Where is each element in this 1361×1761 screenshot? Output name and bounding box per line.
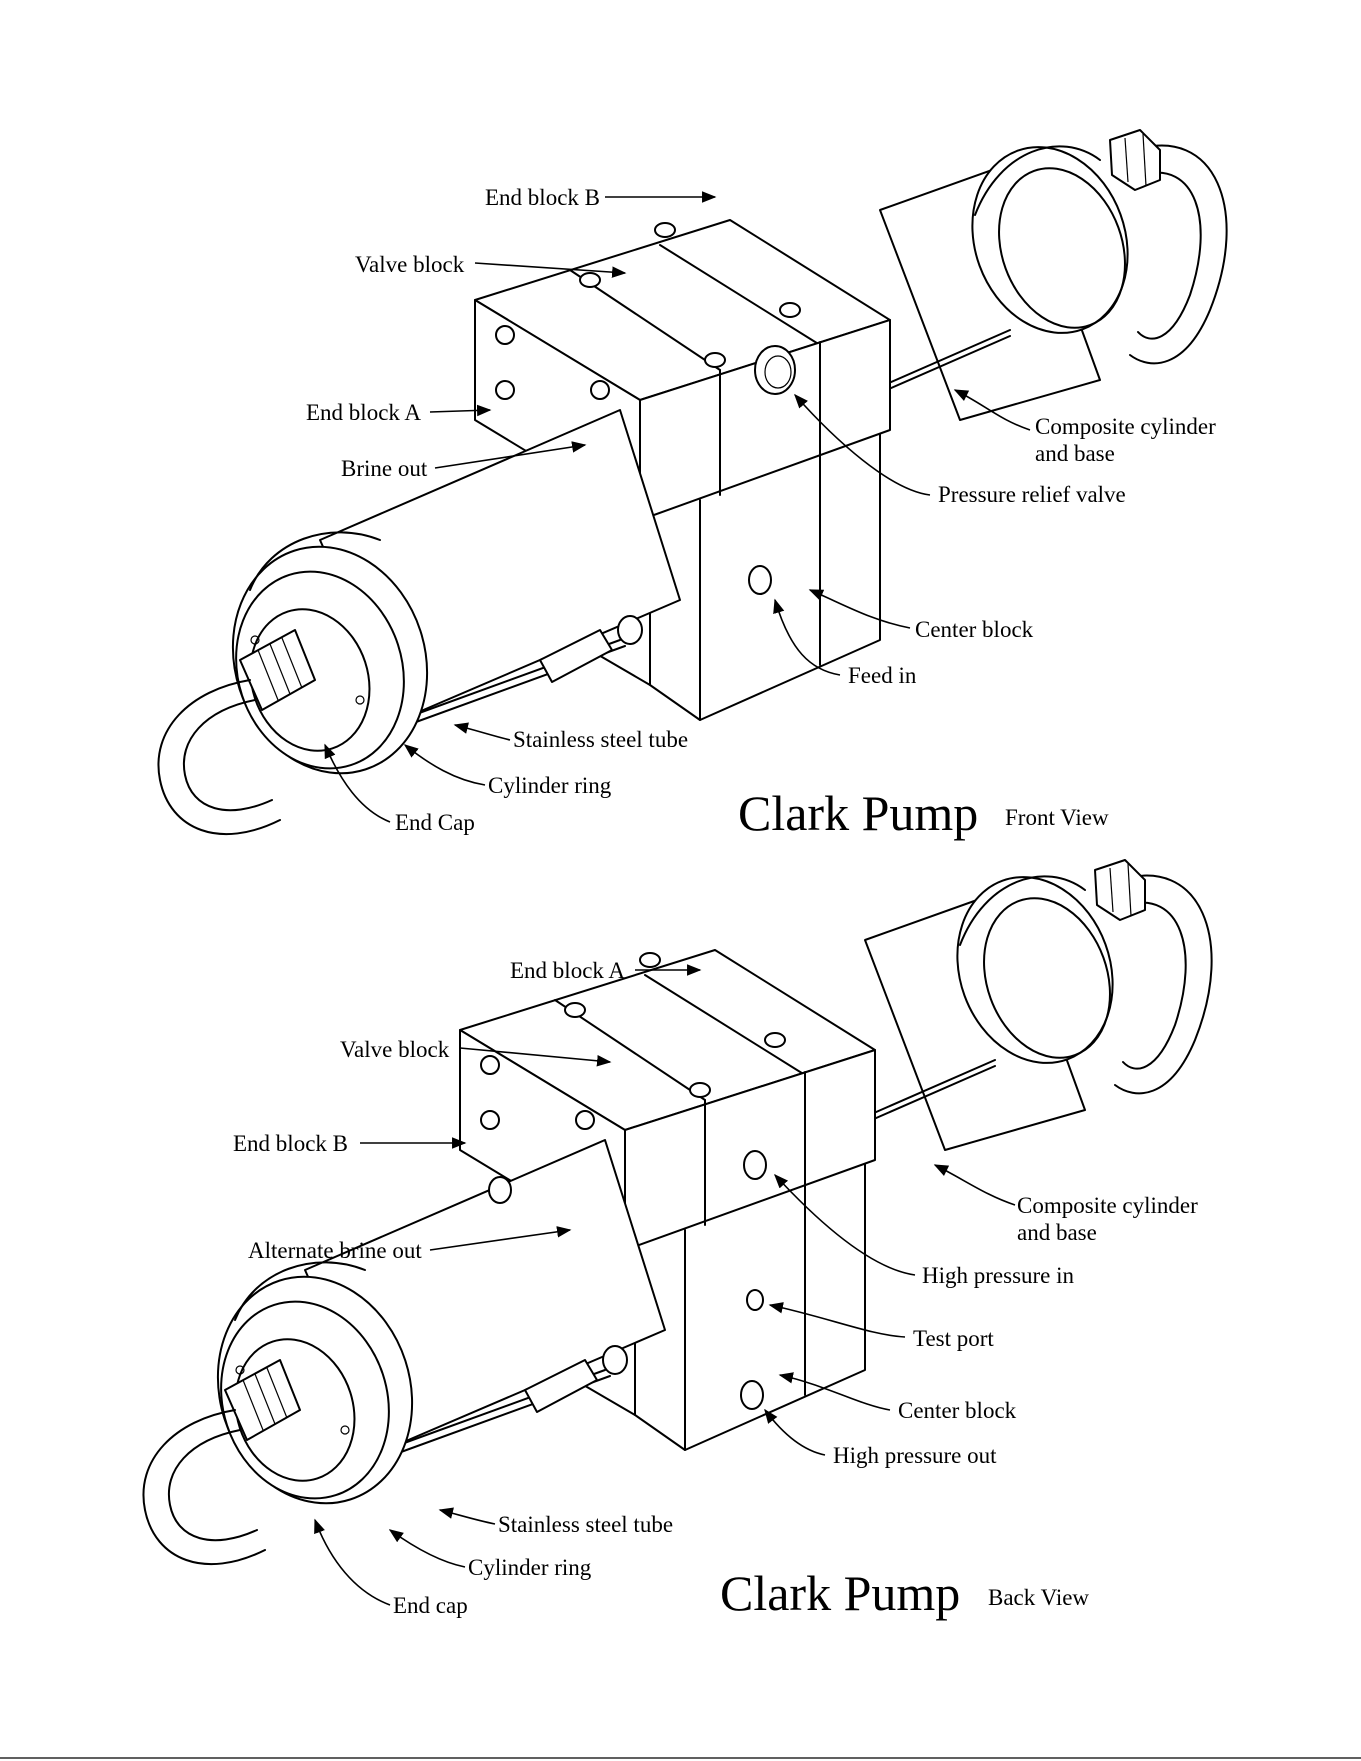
front-view-pump-illustration <box>157 124 1228 836</box>
label-stainless-steel-tube: Stainless steel tube <box>513 727 688 752</box>
label-center-block: Center block <box>915 617 1034 642</box>
label-test-port: Test port <box>913 1326 994 1351</box>
label-end-cap: End Cap <box>395 810 475 835</box>
back-view-label: Back View <box>988 1585 1089 1610</box>
label-composite-cylinder-line2: and base <box>1017 1220 1097 1245</box>
end-block-pin <box>488 1176 512 1204</box>
label-end-block-b: End block B <box>485 185 600 210</box>
label-end-cap: End cap <box>393 1593 468 1618</box>
label-valve-block: Valve block <box>355 252 465 277</box>
label-cylinder-ring: Cylinder ring <box>488 773 612 798</box>
label-cylinder-ring: Cylinder ring <box>468 1555 592 1580</box>
label-high-pressure-in: High pressure in <box>922 1263 1075 1288</box>
label-brine-out: Brine out <box>341 456 428 481</box>
high-pressure-in-port <box>743 1150 767 1180</box>
high-pressure-out-port <box>740 1380 764 1410</box>
label-composite-cylinder-line2: and base <box>1035 441 1115 466</box>
label-high-pressure-out: High pressure out <box>833 1443 997 1468</box>
pressure-relief-valve-knob <box>754 345 796 395</box>
test-port <box>746 1289 764 1311</box>
back-view: End block A Valve block End block B Alte… <box>142 854 1213 1621</box>
back-view-title: Clark Pump <box>720 1565 960 1621</box>
label-stainless-steel-tube: Stainless steel tube <box>498 1512 673 1537</box>
label-composite-cylinder-line1: Composite cylinder <box>1035 414 1216 439</box>
label-center-block: Center block <box>898 1398 1017 1423</box>
front-view-label: Front View <box>1005 805 1109 830</box>
label-end-block-a: End block A <box>306 400 421 425</box>
label-end-block-b: End block B <box>233 1131 348 1156</box>
label-composite-cylinder-line1: Composite cylinder <box>1017 1193 1198 1218</box>
feed-in-port <box>748 565 772 595</box>
front-view: End block B Valve block End block A Brin… <box>157 124 1228 841</box>
label-end-block-a: End block A <box>510 958 625 983</box>
label-feed-in: Feed in <box>848 663 917 688</box>
label-pressure-relief-valve: Pressure relief valve <box>938 482 1126 507</box>
label-alternate-brine-out: Alternate brine out <box>248 1238 422 1263</box>
label-valve-block: Valve block <box>340 1037 450 1062</box>
front-view-title: Clark Pump <box>738 785 978 841</box>
